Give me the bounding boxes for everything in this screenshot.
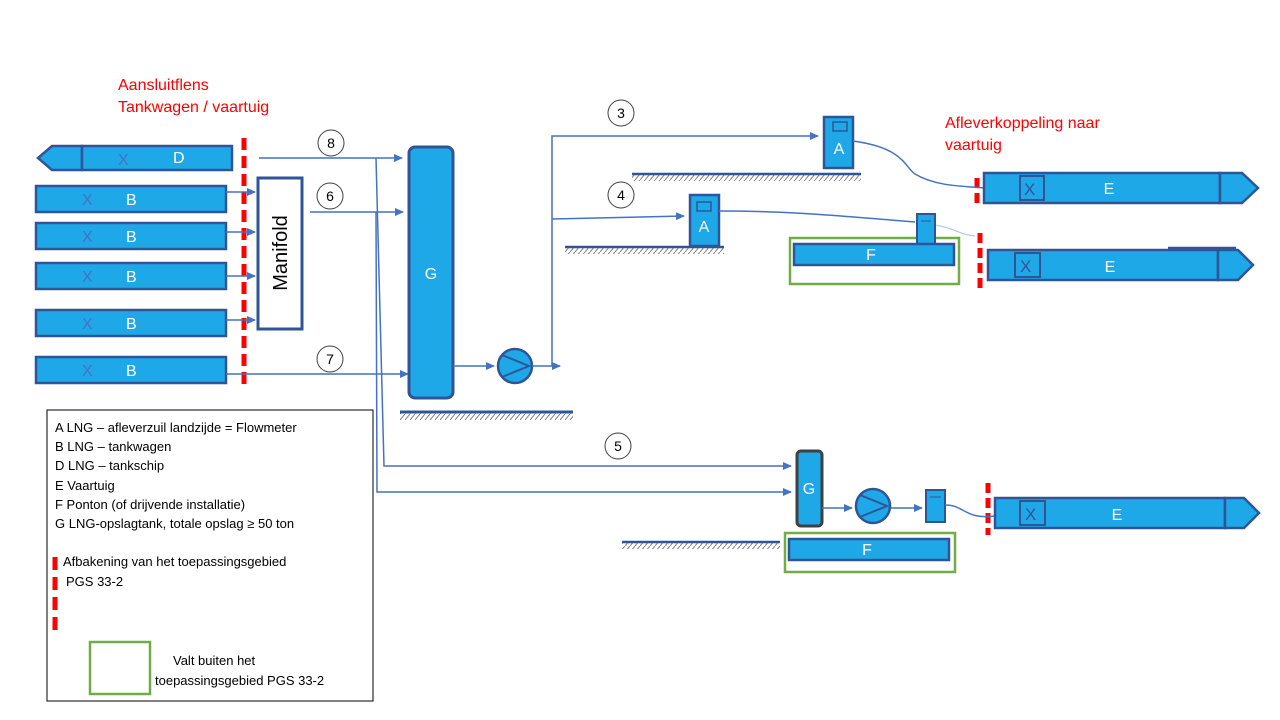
tank-truck-b2: X B [34,221,228,251]
pump-main [496,347,534,385]
legend-green-line2: toepassingsgebied PGS 33-2 [155,673,324,688]
x-mark: X [82,363,93,380]
outside-scope-box [788,236,961,286]
storage-tank-g-main: G [407,145,455,400]
legend-green-swatch [88,640,152,696]
legend-item-b: B LNG – tankwagen [55,439,171,454]
hose [852,140,986,189]
label-a: A [699,219,710,236]
manifold: Manifold [256,176,304,331]
vessel-e2: X E [986,246,1255,282]
hose [934,224,976,237]
label-e: E [1112,507,1123,524]
svg-text:4: 4 [617,187,625,203]
label-e: E [1105,259,1116,276]
circle-3: 3 [607,99,635,127]
delivery-label-line2: vaartuig [945,137,1002,154]
label-f: F [862,542,872,559]
x-mark: X [1024,180,1035,199]
legend-item-f: F Ponton (of drijvende installatie) [55,497,245,512]
legend-item-g: G LNG-opslagtank, totale opslag ≥ 50 ton [55,516,294,531]
label-b: B [126,229,137,246]
circle-4: 4 [607,181,635,209]
circle-5: 5 [604,432,632,460]
svg-text:8: 8 [327,135,335,151]
svg-text:7: 7 [326,351,334,367]
legend: A LNG – afleverzuil landzijde = Flowmete… [46,409,374,702]
label-d: D [173,150,185,167]
label-b: B [126,269,137,286]
dispenser-lower [925,489,946,523]
svg-text:3: 3 [617,105,625,121]
vessel-e3: X E [993,496,1261,530]
ground-hatch [622,542,780,549]
outside-scope-box [783,531,957,574]
dispenser-a-upper: A [822,115,855,170]
x-mark: X [82,269,93,286]
tank-truck-b3: X B [34,261,228,291]
storage-tank-g-lower: G [795,449,824,528]
ground-hatch [565,247,724,254]
vessel-e1: X E [982,171,1260,205]
x-mark: X [82,316,93,333]
label-g: G [803,481,815,498]
flow-line-branch-5a [375,157,792,470]
ground-hatch [400,412,573,420]
dispenser-a-lower: A [688,193,721,248]
tank-truck-b1: X B [34,184,228,214]
legend-item-d: D LNG – tankschip [55,458,164,473]
pump-lower [854,487,892,525]
legend-boundary-line2: PGS 33-2 [66,574,123,589]
tanker-ship-d: X D [36,144,234,172]
ground-hatch [632,174,861,181]
pontoon-f-lower: F [783,531,957,574]
label-b: B [126,192,137,209]
label-a: A [834,141,845,158]
circle-7: 7 [316,345,344,373]
label-f: F [866,247,876,264]
hose [944,504,996,518]
label-b: B [126,363,137,380]
svg-text:5: 5 [614,438,622,454]
x-mark: X [1025,505,1036,524]
flow-line-4 [551,212,685,221]
legend-item-e: E Vaartuig [55,478,115,493]
hose [718,210,916,223]
tank-truck-b4: X B [34,308,228,338]
flange-label-line2: Tankwagen / vaartuig [118,99,269,116]
pontoon-f-upper: F [788,213,961,286]
x-mark: X [118,152,129,169]
delivery-label-line1: Afleverkoppeling naar [945,115,1100,132]
label-g: G [425,266,437,283]
tank-truck-b5: X B [34,355,228,385]
x-mark: X [1020,257,1031,276]
flow-line-branch-5b [375,211,792,496]
label-e: E [1104,181,1115,198]
manifold-label: Manifold [270,215,292,291]
svg-text:6: 6 [326,188,334,204]
legend-item-a: A LNG – afleverzuil landzijde = Flowmete… [55,420,297,435]
x-mark: X [82,192,93,209]
circle-8: 8 [317,129,345,157]
x-mark: X [82,229,93,246]
flow-line-3 [551,132,819,366]
circle-6: 6 [316,182,344,210]
label-b: B [126,316,137,333]
legend-green-line1: Valt buiten het [173,653,256,668]
flange-label-line1: Aansluitflens [118,77,209,94]
legend-boundary-line1: Afbakening van het toepassingsgebied [63,554,286,569]
